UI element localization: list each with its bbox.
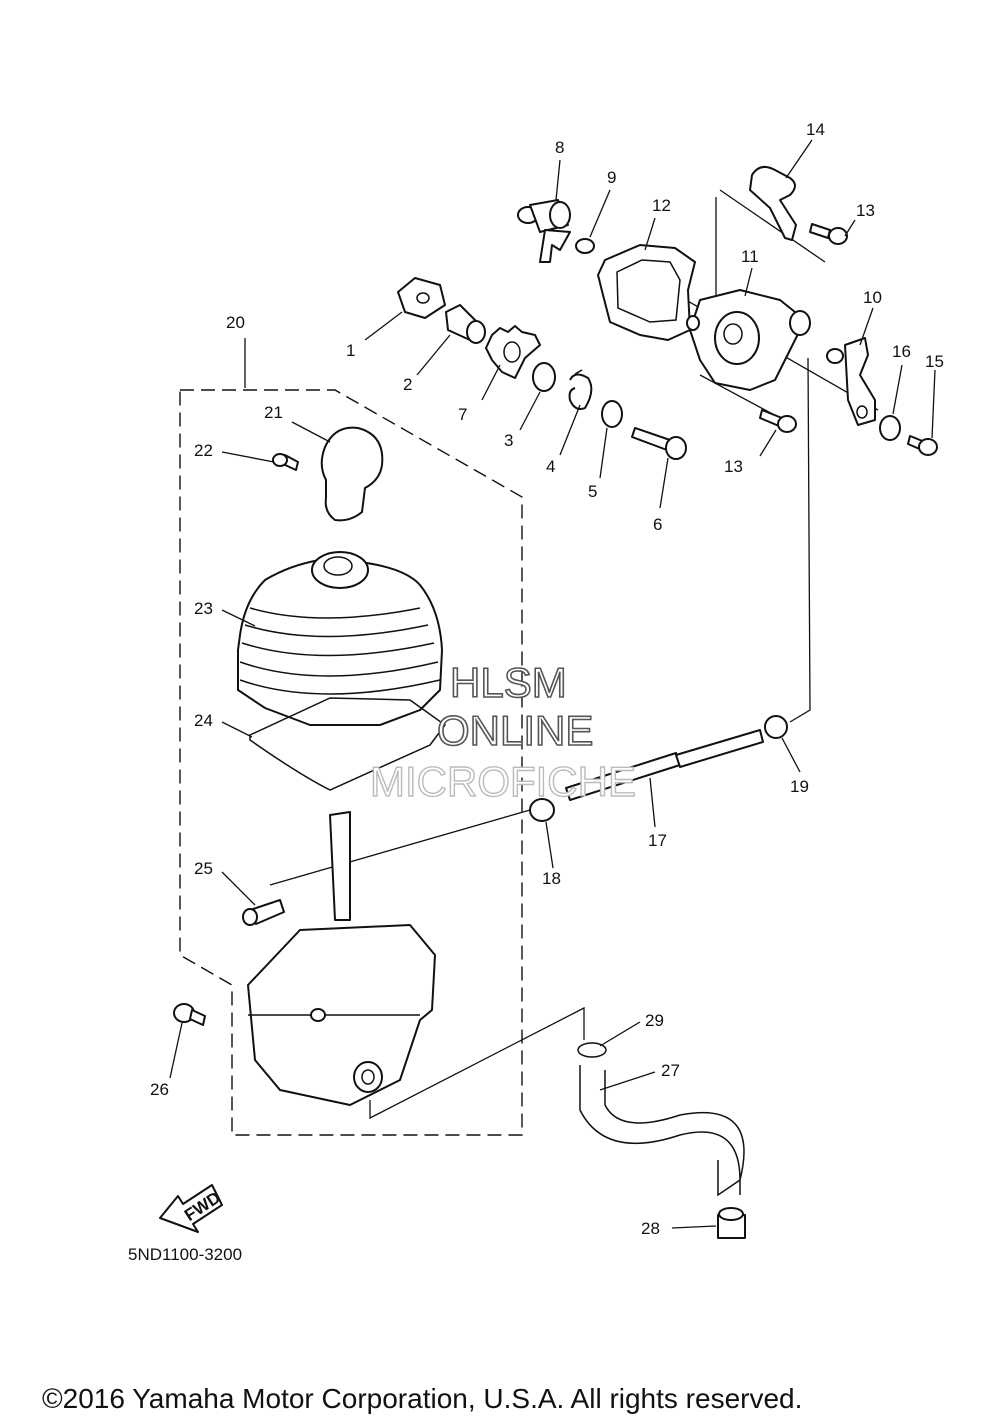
callout-22: 22 xyxy=(194,441,213,460)
callout-26: 26 xyxy=(150,1080,169,1099)
callout-25: 25 xyxy=(194,859,213,878)
part-25-fitting xyxy=(242,899,285,926)
watermark: HLSM ONLINE MICROFICHE xyxy=(369,658,636,806)
callout-12: 12 xyxy=(652,196,671,215)
watermark-line-1: HLSM xyxy=(450,659,567,706)
shift-lever xyxy=(329,811,351,921)
callout-8: 8 xyxy=(555,138,564,157)
callout-13-upper: 13 xyxy=(856,201,875,220)
callout-numbers: 1 2 3 4 5 6 7 8 9 10 11 12 13 13 14 15 1… xyxy=(150,120,944,1238)
copyright-notice: ©2016 Yamaha Motor Corporation, U.S.A. A… xyxy=(42,1383,802,1414)
part-8-shaft-gear xyxy=(517,199,571,263)
part-12-gasket xyxy=(597,244,696,341)
callout-16: 16 xyxy=(892,342,911,361)
part-19-nut xyxy=(764,715,788,739)
part-1-cam xyxy=(397,277,446,319)
fwd-arrow-icon: FWD xyxy=(159,1184,224,1233)
callout-28: 28 xyxy=(641,1219,660,1238)
callout-2: 2 xyxy=(403,375,412,394)
part-13-bolt-lower xyxy=(759,409,797,433)
part-5-washer xyxy=(601,400,623,428)
callout-24: 24 xyxy=(194,711,213,730)
callout-13-lower: 13 xyxy=(724,457,743,476)
callout-10: 10 xyxy=(863,288,882,307)
watermark-line-2: ONLINE xyxy=(437,707,593,754)
callout-leaders xyxy=(169,139,936,1229)
callout-18: 18 xyxy=(542,869,561,888)
part-9-o-ring xyxy=(575,238,595,254)
watermark-line-3: MICROFICHE xyxy=(370,758,636,805)
callout-29: 29 xyxy=(645,1011,664,1030)
part-16-washer xyxy=(879,415,901,441)
part-26-bolt xyxy=(173,1003,206,1026)
part-4-spring xyxy=(568,369,593,410)
callout-17: 17 xyxy=(648,831,667,850)
assembly-20-boundary xyxy=(179,389,523,1136)
part-29-clamp xyxy=(577,1042,607,1058)
part-17-rod xyxy=(565,729,764,801)
callout-3: 3 xyxy=(504,431,513,450)
part-13-bolt-upper xyxy=(809,223,848,245)
callout-15: 15 xyxy=(925,352,944,371)
callout-5: 5 xyxy=(588,482,597,501)
callout-27: 27 xyxy=(661,1061,680,1080)
shift-base-housing xyxy=(247,924,436,1106)
part-23-boot xyxy=(237,551,443,726)
callout-20: 20 xyxy=(226,313,245,332)
callout-11: 11 xyxy=(741,247,759,266)
part-24-seal xyxy=(249,697,447,791)
callout-7: 7 xyxy=(458,405,467,424)
callout-14: 14 xyxy=(806,120,825,139)
part-6-bolt xyxy=(631,427,687,460)
part-3-washer xyxy=(532,362,556,392)
part-14-clip xyxy=(749,165,797,241)
part-21-knob xyxy=(320,426,384,522)
diagram-code: 5ND1100-3200 xyxy=(128,1245,242,1264)
part-22-screw xyxy=(272,453,299,471)
callout-1: 1 xyxy=(346,341,355,360)
part-10-lever xyxy=(826,337,876,426)
callout-23: 23 xyxy=(194,599,213,618)
part-27-hose xyxy=(579,1065,745,1197)
part-2-collar xyxy=(445,304,486,344)
callout-6: 6 xyxy=(653,515,662,534)
part-28-cap xyxy=(717,1207,746,1239)
part-7-gear xyxy=(485,325,541,379)
part-15-bolt xyxy=(907,435,938,456)
callout-4: 4 xyxy=(546,457,555,476)
part-11-housing xyxy=(686,289,811,391)
callout-21: 21 xyxy=(264,403,283,422)
callout-19: 19 xyxy=(790,777,809,796)
callout-9: 9 xyxy=(607,168,616,187)
part-18-nut xyxy=(529,798,555,822)
